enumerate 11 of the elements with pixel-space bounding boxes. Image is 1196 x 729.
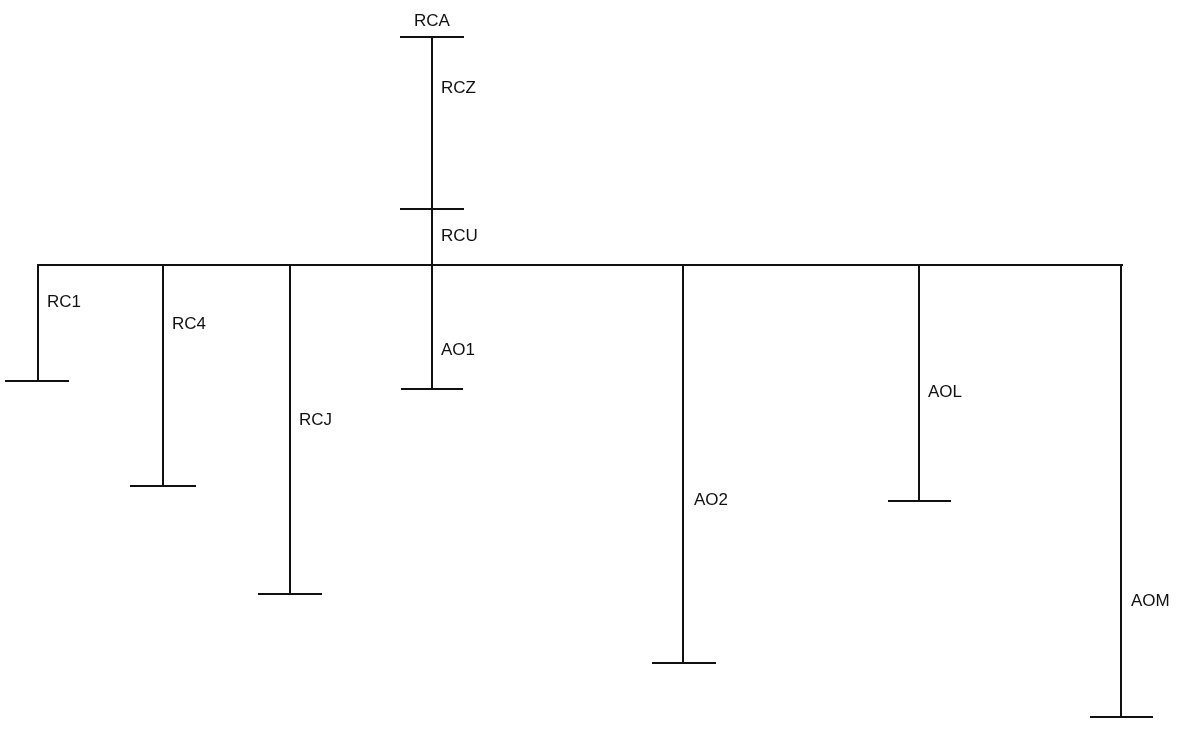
branch-line — [37, 265, 39, 381]
branch-line — [289, 265, 291, 594]
branch-line — [431, 37, 433, 209]
branch-line — [162, 265, 164, 486]
branch-line — [431, 209, 433, 265]
branch-line — [682, 265, 684, 663]
branch-line — [918, 265, 920, 501]
branch-line — [37, 264, 1123, 266]
branch-line — [431, 265, 433, 389]
branch-line — [1120, 265, 1122, 717]
labeled-tip-bar: RCA — [400, 8, 464, 38]
